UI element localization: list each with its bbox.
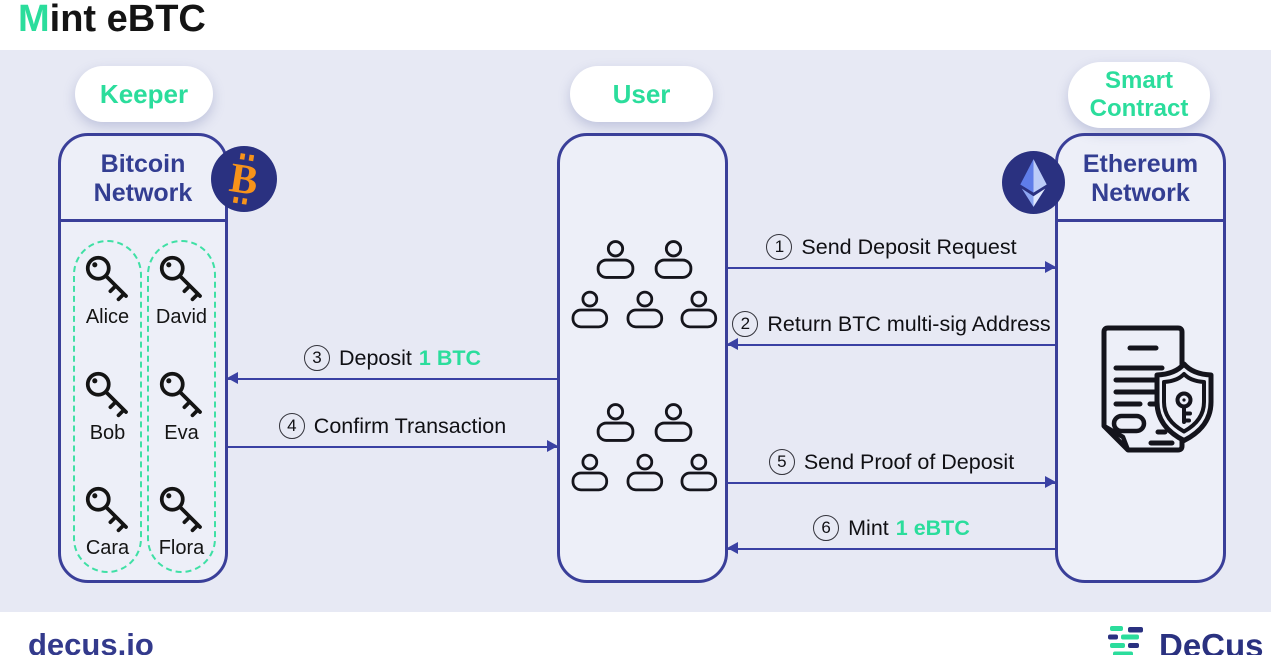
arrowhead-icon	[1045, 261, 1056, 274]
key-icon	[85, 371, 128, 417]
arrow-label: 5 Send Proof of Deposit	[728, 449, 1055, 475]
arrowhead-icon	[227, 372, 238, 385]
keeper-entry: David	[155, 251, 209, 329]
person-icon	[596, 240, 635, 279]
person-icon	[571, 290, 609, 329]
arrow-label: 2 Return BTC multi-sig Address	[728, 311, 1055, 337]
user-row	[568, 239, 721, 280]
arrow-text: Return BTC multi-sig Address	[767, 311, 1051, 336]
user-row	[568, 289, 721, 330]
keeper-entry: Eva	[155, 367, 209, 445]
arrow-text: Deposit	[338, 345, 412, 370]
arrowhead-icon	[727, 338, 738, 351]
arrow-label: 4 Confirm Transaction	[228, 413, 557, 439]
footer-brand-name: DeCus	[1159, 627, 1264, 655]
key-icon	[159, 486, 202, 533]
arrowhead-icon	[1045, 476, 1056, 489]
arrow-line	[727, 542, 1055, 555]
keeper-name: Bob	[89, 421, 126, 444]
ethereum-network-box: Ethereum Network	[1055, 133, 1226, 583]
arrow-line	[727, 338, 1055, 351]
key-icon	[159, 371, 202, 417]
key-icon	[85, 255, 128, 302]
arrow-label: 1 Send Deposit Request	[728, 234, 1055, 260]
person-icon	[654, 403, 693, 442]
arrow-line	[228, 440, 558, 453]
keeper-entry: Alice	[81, 251, 135, 329]
keeper-name: Cara	[85, 537, 130, 559]
key-icon	[159, 255, 202, 302]
user-pill: User	[570, 66, 713, 122]
footer-brand: DeCus	[1108, 626, 1264, 655]
title-rest: int eBTC	[49, 0, 206, 40]
arrow-line	[227, 372, 557, 385]
page-title: Mint eBTC	[18, 0, 206, 41]
arrow-highlight: 1 eBTC	[895, 515, 970, 540]
step-number-badge: 3	[303, 345, 330, 371]
title-accent-letter: M	[18, 0, 50, 40]
step-number-badge: 1	[766, 234, 793, 260]
step-number-badge: 4	[278, 413, 305, 439]
keeper-pill: Keeper	[75, 66, 213, 122]
step-number-badge: 6	[813, 515, 840, 541]
arrow-line	[728, 261, 1056, 274]
user-box	[557, 133, 728, 583]
user-row	[568, 452, 721, 493]
keeper-entry: Bob	[81, 367, 135, 445]
bitcoin-network-box: Bitcoin Network Alice Bob Cara David	[58, 133, 228, 583]
smart-contract-pill: Smart Contract	[1068, 62, 1210, 128]
arrowhead-icon	[547, 440, 558, 453]
arrow-send-deposit-request: 1 Send Deposit Request	[728, 234, 1056, 274]
footer-site-link[interactable]: decus.io	[28, 627, 154, 655]
user-pill-label: User	[612, 78, 671, 109]
keeper-name: Flora	[158, 537, 205, 559]
arrow-highlight: 1 BTC	[418, 345, 482, 370]
arrowhead-icon	[727, 542, 738, 555]
keeper-entry: Cara	[81, 482, 135, 560]
person-icon	[680, 290, 718, 329]
ethereum-network-title: Ethereum Network	[1058, 136, 1223, 222]
arrow-text: Confirm Transaction	[313, 413, 507, 438]
person-icon	[571, 453, 609, 492]
step-number-badge: 2	[732, 311, 759, 337]
ethereum-icon	[1002, 151, 1065, 214]
step-number-badge: 5	[768, 449, 795, 475]
keeper-pill-label: Keeper	[99, 78, 189, 109]
arrow-text: Send Deposit Request	[801, 234, 1017, 259]
keeper-group-right: David Eva Flora	[147, 240, 216, 573]
arrow-return-multisig-address: 2 Return BTC multi-sig Address	[727, 311, 1055, 351]
person-icon	[596, 403, 635, 442]
keeper-name: Alice	[85, 306, 130, 328]
person-icon	[626, 290, 663, 329]
contract-shield-icon	[1101, 325, 1214, 453]
arrow-text: Mint	[848, 515, 889, 540]
arrow-confirm-transaction: 4 Confirm Transaction	[228, 413, 558, 453]
bitcoin-icon: B	[211, 146, 277, 212]
user-row	[568, 402, 721, 443]
arrow-line	[728, 476, 1056, 489]
bitcoin-network-title: Bitcoin Network	[61, 136, 225, 222]
keeper-name: David	[155, 306, 208, 328]
keeper-group-left: Alice Bob Cara	[73, 240, 142, 573]
user-crowd-top	[568, 239, 721, 330]
person-icon	[654, 240, 693, 279]
keeper-name: Eva	[164, 421, 199, 444]
arrow-text: Send Proof of Deposit	[803, 449, 1015, 474]
person-icon	[680, 453, 718, 492]
decus-logo-icon	[1108, 626, 1143, 655]
user-crowd-bottom	[568, 402, 721, 493]
keeper-entry: Flora	[155, 482, 209, 560]
person-icon	[626, 453, 663, 492]
arrow-send-proof-of-deposit: 5 Send Proof of Deposit	[728, 449, 1056, 489]
key-icon	[85, 486, 128, 533]
smart-contract-pill-label: Smart Contract	[1089, 66, 1189, 122]
